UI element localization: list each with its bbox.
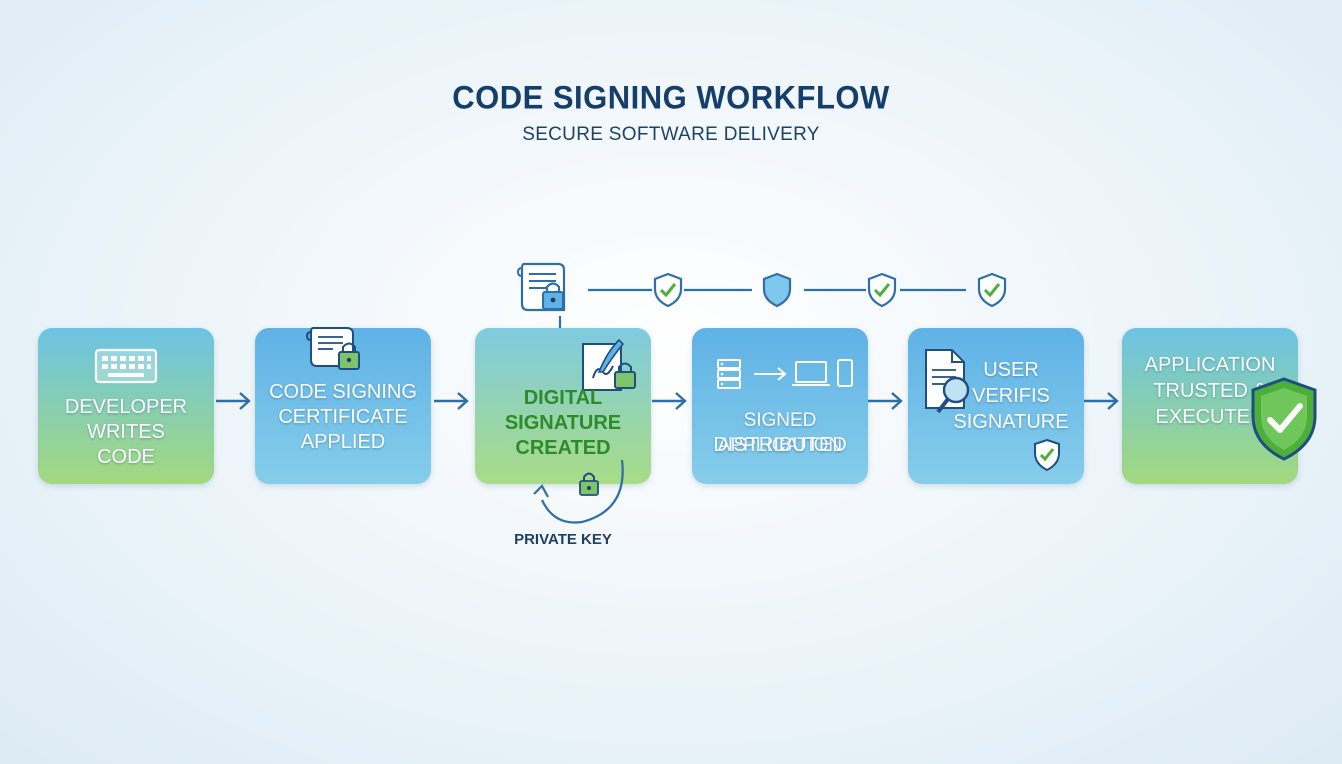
step-signed-application-distributed: SIGNED APPLICATION DISTRIBUTED bbox=[692, 328, 868, 484]
quill-signature-icon bbox=[582, 338, 636, 391]
page-subtitle: SECURE SOFTWARE DELIVERY bbox=[522, 124, 820, 145]
step-label-line: APPLICATION bbox=[1144, 354, 1276, 376]
step-label-line: SIGNATURE bbox=[953, 411, 1069, 433]
step-developer-writes-code: DEVELOPER WRITES CODE bbox=[38, 328, 214, 484]
shield-check-icon bbox=[1034, 438, 1060, 472]
shield-check-icon bbox=[1251, 377, 1317, 461]
shield-check-icon bbox=[867, 272, 897, 308]
step-label-line: VERIFIS bbox=[972, 385, 1050, 407]
step-certificate-applied: CODE SIGNING CERTIFICATE APPLIED bbox=[255, 327, 431, 484]
document-magnifier-icon bbox=[925, 349, 970, 414]
shield-icon bbox=[762, 272, 792, 308]
step-label-line: CERTIFICATE bbox=[278, 406, 408, 428]
certificate-scroll-icon bbox=[516, 262, 566, 312]
flow-arrow bbox=[434, 392, 469, 410]
step-digital-signature-created: DIGITAL SIGNATURE CREATED bbox=[475, 328, 651, 484]
page-title: CODE SIGNING WORKFLOW bbox=[452, 79, 890, 116]
keyboard-icon bbox=[94, 348, 158, 384]
step-label-line: DIGITAL bbox=[523, 387, 603, 409]
step-label-line: EXECUTED bbox=[1155, 406, 1265, 428]
lock-icon bbox=[579, 472, 599, 496]
step-label-line: DEVELOPER bbox=[64, 396, 188, 418]
step-label-line: APPLIED bbox=[300, 431, 386, 453]
step-label-line: CREATED bbox=[515, 437, 611, 459]
shield-check-icon bbox=[653, 272, 683, 308]
private-key-loop bbox=[533, 459, 624, 524]
flow-arrow bbox=[868, 392, 903, 410]
step-label-line: USER bbox=[983, 359, 1039, 381]
flow-arrow bbox=[1084, 392, 1119, 410]
step-application-trusted-executed: APPLICATION TRUSTED & EXECUTED bbox=[1122, 328, 1298, 484]
step-user-verifies-signature: USER VERIFIS SIGNATURE bbox=[908, 328, 1084, 484]
private-key-label: PRIVATE KEY bbox=[514, 531, 612, 548]
certificate-lock-icon bbox=[305, 327, 360, 370]
flow-arrow bbox=[216, 392, 251, 410]
step-label-line: DISTRIBUTED bbox=[713, 434, 847, 456]
step-label-line: WRITES bbox=[87, 421, 165, 443]
step-label-line: SIGNED APPLICATION bbox=[717, 410, 843, 456]
step-label-line: TRUSTED & bbox=[1153, 380, 1267, 402]
step-label-line: CODE bbox=[97, 446, 155, 468]
flow-arrow bbox=[652, 392, 687, 410]
step-label-line: CODE SIGNING bbox=[269, 381, 417, 403]
shield-check-icon bbox=[977, 272, 1007, 308]
server-to-devices-icon bbox=[717, 359, 853, 389]
step-label-line: SIGNATURE bbox=[504, 412, 622, 434]
